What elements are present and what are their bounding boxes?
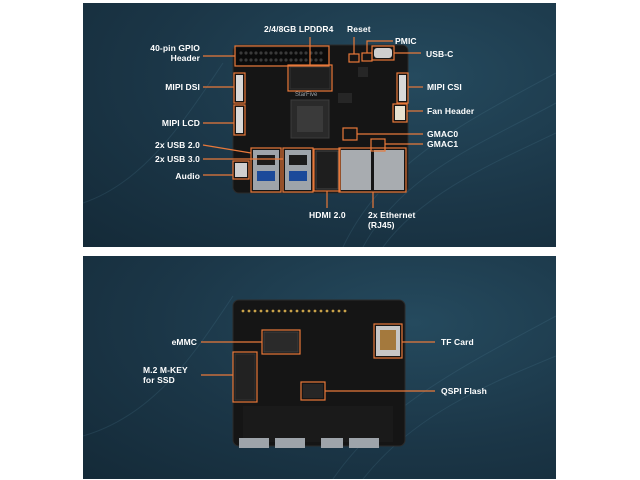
label-tf-card: TF Card [441,337,474,347]
label-mipi-lcd: MIPI LCD [161,118,200,128]
label-qspi-flash: QSPI Flash [441,386,487,396]
label-ethernet: 2x Ethernet (RJ45) [368,210,416,230]
top-board-illustration: StarFive [83,37,556,247]
bottom-board-illustration [83,295,556,479]
label-fan-header: Fan Header [427,106,475,116]
top-board-panel: StarFive [83,3,556,247]
label-usb-c: USB-C [426,49,454,59]
label-emmc: eMMC [171,337,197,347]
label-hdmi: HDMI 2.0 [309,210,346,220]
sbc-board-bottom [232,299,406,448]
callout-lines-bottom [201,323,435,403]
label-gpio-header: 40-pin GPIO Header [150,43,200,63]
label-usb-2: 2x USB 2.0 [155,140,200,150]
label-mipi-dsi: MIPI DSI [165,82,200,92]
label-gmac1: GMAC1 [427,139,459,149]
label-lpddr4: 2/4/8GB LPDDR4 [264,24,334,34]
sbc-board-top [232,44,409,194]
label-reset: Reset [347,24,371,34]
callout-lines [202,37,423,208]
bottom-board-panel: eMMC M.2 M-KEY for SSD TF Card QSPI Flas… [83,256,556,479]
label-gmac0: GMAC0 [427,129,459,139]
label-usb-3: 2x USB 3.0 [155,154,200,164]
label-pmic: PMIC [395,36,417,46]
label-mipi-csi: MIPI CSI [427,82,462,92]
board-logo: StarFive [295,92,318,98]
label-audio: Audio [175,171,200,181]
label-m2-ssd: M.2 M-KEY for SSD [143,365,188,385]
